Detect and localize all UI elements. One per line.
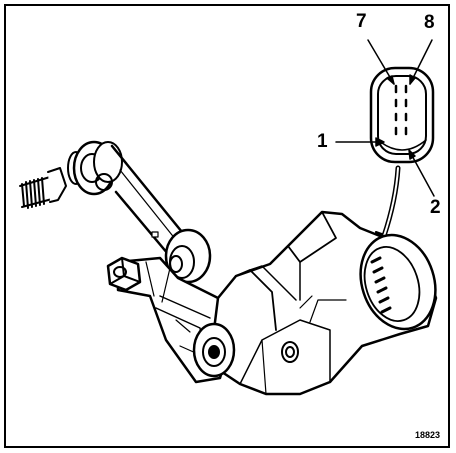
pin-label-1: 1 bbox=[317, 131, 328, 152]
pin-label-8: 8 bbox=[424, 12, 435, 33]
pin-label-7: 7 bbox=[356, 11, 367, 32]
figure-reference-number: 18823 bbox=[415, 430, 441, 440]
link-rod bbox=[110, 144, 184, 256]
pin-label-2: 2 bbox=[430, 197, 441, 218]
figure-frame bbox=[4, 4, 450, 448]
sensor-housing bbox=[192, 210, 438, 396]
upper-ball-joint bbox=[72, 140, 123, 196]
nut bbox=[106, 256, 142, 292]
connector-pins bbox=[394, 84, 408, 136]
connector-face bbox=[369, 66, 435, 164]
leader-lines bbox=[335, 39, 435, 197]
